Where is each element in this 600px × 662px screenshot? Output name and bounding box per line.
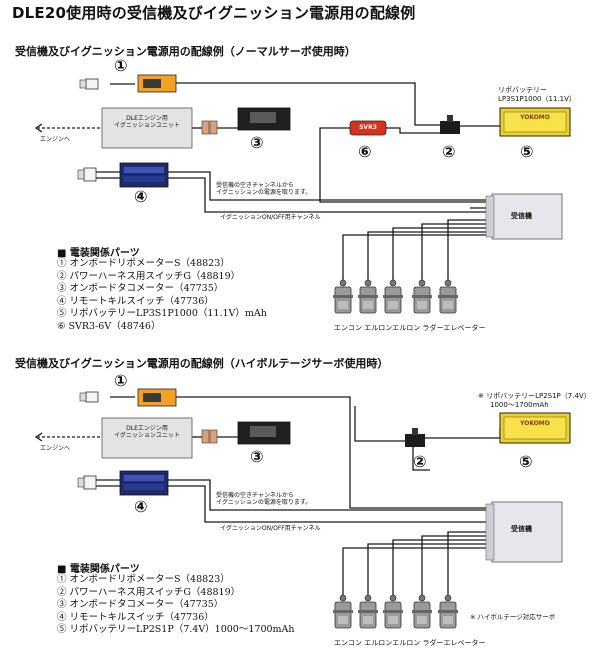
section-2-ignition-unit-label: DLEエンジン用 イグニッションユニット bbox=[114, 425, 180, 439]
section-2-ignition-unit bbox=[101, 417, 193, 459]
section-1-wires bbox=[95, 82, 500, 283]
section-1-power-switch bbox=[440, 115, 460, 134]
section-2-number-1: ① bbox=[114, 371, 128, 390]
section-1-receiver bbox=[485, 193, 563, 240]
section-2-tachometer bbox=[237, 421, 291, 445]
parts-item: ⑤ リポバッテリーLP2S1P（7.4V）1000～1700mAh bbox=[57, 624, 295, 636]
parts-item: ⑤ リポバッテリーLP3S1P1000（11.1V）mAh bbox=[57, 308, 267, 320]
parts-item: ③ オンボードタコメーター（47735） bbox=[57, 283, 224, 295]
section-1-number-3: ③ bbox=[250, 133, 264, 152]
parts-item: ⑥ SVR3-6V（48746） bbox=[57, 320, 161, 332]
section-2-battery-brand: YOKOMO bbox=[520, 420, 550, 427]
section-1-svr-label: SVR3 bbox=[359, 124, 377, 131]
section-2-power-switch bbox=[405, 428, 425, 447]
section-2-number-3: ③ bbox=[250, 447, 264, 466]
section-1-engine-arrow bbox=[34, 123, 100, 133]
section-2-number-5: ⑤ bbox=[519, 452, 533, 471]
section-2-lipo-meter bbox=[137, 388, 177, 407]
section-2-servos bbox=[332, 594, 459, 629]
section-1-receiver-label: 受信機 bbox=[511, 212, 532, 220]
section-1-battery-brand: YOKOMO bbox=[520, 114, 550, 121]
section-1-heading: 受信機及びイグニッション電源用の配線例（ノーマルサーボ使用時） bbox=[15, 45, 356, 58]
parts-item: ④ リモートキルスイッチ（47736） bbox=[57, 611, 214, 623]
section-1-note: 受信機の空きチャンネルから イグニッションの電源を取ります。 bbox=[216, 182, 312, 196]
section-2-parts-list: ① オンボードリポメーターS（48823） ② パワーハーネス用スイッチG（48… bbox=[57, 574, 295, 637]
page-title: DLE20使用時の受信機及びイグニッション電源用の配線例 bbox=[12, 4, 416, 22]
section-1-parts-heading: ■ 電装関係パーツ bbox=[57, 248, 140, 259]
section-1-onoff-label: イグニッションON/OFF用チャンネル bbox=[220, 214, 321, 221]
section-2-onoff-label: イグニッションON/OFF用チャンネル bbox=[220, 525, 321, 532]
section-1-svr-regulator bbox=[349, 120, 387, 136]
parts-item: ① オンボードリポメーターS（48823） bbox=[57, 258, 230, 269]
section-1-number-2: ② bbox=[442, 142, 456, 161]
section-2-engine-label: エンジンへ bbox=[40, 445, 71, 452]
section-1-engine-label: エンジンへ bbox=[40, 136, 71, 143]
section-2-battery bbox=[499, 412, 571, 444]
section-2-note: 受信機の空きチャンネルから イグニッションの電源を取ります。 bbox=[216, 492, 312, 506]
section-2-receiver-label: 受信機 bbox=[511, 525, 532, 533]
section-1-number-5: ⑤ bbox=[520, 142, 534, 161]
section-1-battery bbox=[499, 107, 571, 137]
section-2-hv-note: ※ ハイボルテージ対応サーボ bbox=[470, 613, 556, 621]
parts-item: ② パワーハーネス用スイッチG（48819） bbox=[57, 270, 241, 282]
section-1-servo-labels: エンコン エルロンエルロン ラダーエレベーター bbox=[334, 324, 486, 332]
section-2-parts-heading: ■ 電装関係パーツ bbox=[57, 564, 140, 575]
section-1-tachometer bbox=[237, 107, 291, 131]
section-1-number-6: ⑥ bbox=[358, 142, 372, 161]
section-1-kill-switch bbox=[119, 162, 169, 188]
section-2-number-4: ④ bbox=[134, 497, 148, 516]
section-1-number-1: ① bbox=[114, 56, 128, 75]
section-2-receiver bbox=[485, 501, 563, 563]
section-1-servos bbox=[332, 279, 459, 314]
section-1-plug-icon bbox=[79, 78, 99, 90]
section-2-number-2: ② bbox=[413, 452, 427, 471]
section-2-engine-arrow bbox=[34, 432, 100, 442]
section-2-servo-labels: エンコン エルロンエルロン ラダーエレベーター bbox=[334, 639, 486, 647]
section-2-battery-label: ※ リポバッテリーLP2S1P（7.4V） 1000～1700mAh bbox=[478, 392, 591, 409]
section-1-number-4: ④ bbox=[134, 187, 148, 206]
section-1-battery-label: リポバッテリー LP3S1P1000（11.1V） bbox=[498, 86, 576, 103]
section-1-ignition-unit-label: DLEエンジン用 イグニッションユニット bbox=[114, 115, 180, 129]
section-1-parts-list: ① オンボードリポメーターS（48823） ② パワーハーネス用スイッチG（48… bbox=[57, 258, 267, 334]
parts-item: ① オンボードリポメーターS（48823） bbox=[57, 574, 230, 585]
section-1-ignition-unit bbox=[101, 107, 193, 149]
section-1-lipo-meter bbox=[137, 74, 177, 93]
parts-item: ③ オンボードタコメーター（47735） bbox=[57, 599, 224, 611]
section-2-kill-switch bbox=[119, 470, 169, 496]
parts-item: ② パワーハーネス用スイッチG（48819） bbox=[57, 586, 241, 598]
section-2-heading: 受信機及びイグニッション電源用の配線例（ハイボルテージサーボ使用時） bbox=[15, 357, 389, 370]
parts-item: ④ リモートキルスイッチ（47736） bbox=[57, 295, 214, 307]
